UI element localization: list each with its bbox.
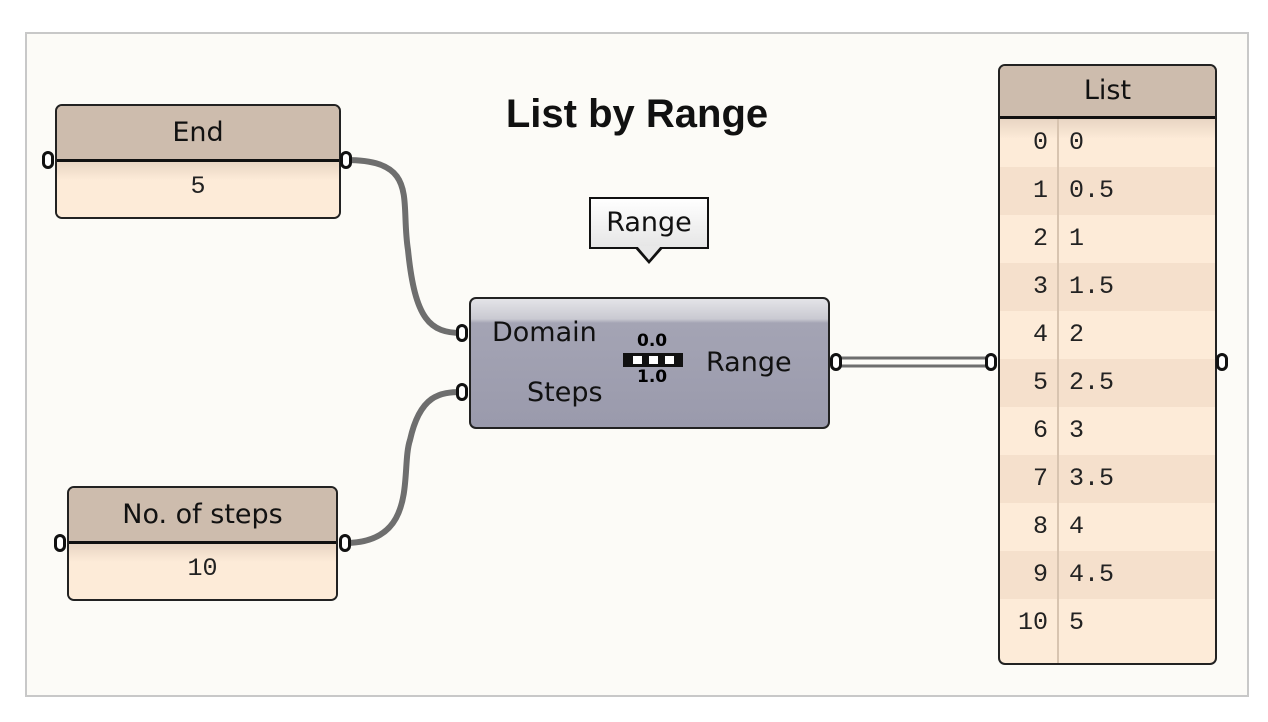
list-item-value: 3 <box>1069 416 1085 445</box>
list-item-value: 5 <box>1069 608 1085 637</box>
steps-panel[interactable]: No. of steps 10 <box>67 486 338 601</box>
list-item-index: 2 <box>1032 224 1048 253</box>
list-item-value: 0.5 <box>1069 176 1115 205</box>
steps-input-port-component[interactable] <box>456 383 468 401</box>
end-output-port[interactable] <box>340 151 352 169</box>
steps-output-port[interactable] <box>339 534 351 552</box>
list-item-value: 1 <box>1069 224 1085 253</box>
list-item-value: 2.5 <box>1069 368 1115 397</box>
steps-panel-value[interactable]: 10 <box>69 544 336 599</box>
list-item-value: 1.5 <box>1069 272 1115 301</box>
input-domain-label: Domain <box>492 317 597 348</box>
tooltip-pointer-fill <box>637 246 661 260</box>
end-panel[interactable]: End 5 <box>55 104 341 219</box>
list-item-index: 1 <box>1032 176 1048 205</box>
index-divider <box>1057 119 1059 663</box>
list-input-port[interactable] <box>985 353 997 371</box>
diagram-title: List by Range <box>505 92 769 136</box>
range-output-port[interactable] <box>830 353 842 371</box>
steps-input-port[interactable] <box>54 534 66 552</box>
list-output-port[interactable] <box>1216 353 1228 371</box>
wire-end-to-domain[interactable] <box>345 157 463 336</box>
end-panel-header: End <box>57 106 339 162</box>
list-item: 10 5 <box>1000 599 1215 647</box>
domain-input-port[interactable] <box>456 324 468 342</box>
range-icon-bar <box>623 353 683 367</box>
list-item-value: 4 <box>1069 512 1085 541</box>
list-item-index: 6 <box>1032 416 1048 445</box>
list-item-index: 3 <box>1032 272 1048 301</box>
list-item-index: 5 <box>1032 368 1048 397</box>
list-item-index: 9 <box>1032 560 1048 589</box>
list-item-value: 0 <box>1069 128 1085 157</box>
list-item-index: 0 <box>1032 128 1048 157</box>
range-icon: 0.0 1.0 <box>623 331 685 391</box>
end-panel-value[interactable]: 5 <box>57 162 339 217</box>
steps-panel-header: No. of steps <box>69 488 336 544</box>
wire-steps-to-steps[interactable] <box>344 389 463 546</box>
end-input-port[interactable] <box>42 151 54 169</box>
component-tooltip: Range <box>589 197 709 249</box>
list-panel-header: List <box>1000 66 1215 119</box>
input-steps-label: Steps <box>527 377 603 408</box>
list-item-value: 3.5 <box>1069 464 1115 493</box>
range-icon-bottom: 1.0 <box>637 367 668 387</box>
list-item-value: 4.5 <box>1069 560 1115 589</box>
list-item-index: 8 <box>1032 512 1048 541</box>
range-component[interactable]: Domain Steps Range 0.0 1.0 <box>469 297 830 429</box>
list-item-value: 2 <box>1069 320 1085 349</box>
range-icon-top: 0.0 <box>637 331 668 351</box>
list-item-index: 4 <box>1032 320 1048 349</box>
list-item-index: 7 <box>1032 464 1048 493</box>
output-range-label: Range <box>706 347 792 378</box>
list-item-index: 10 <box>1017 608 1048 637</box>
